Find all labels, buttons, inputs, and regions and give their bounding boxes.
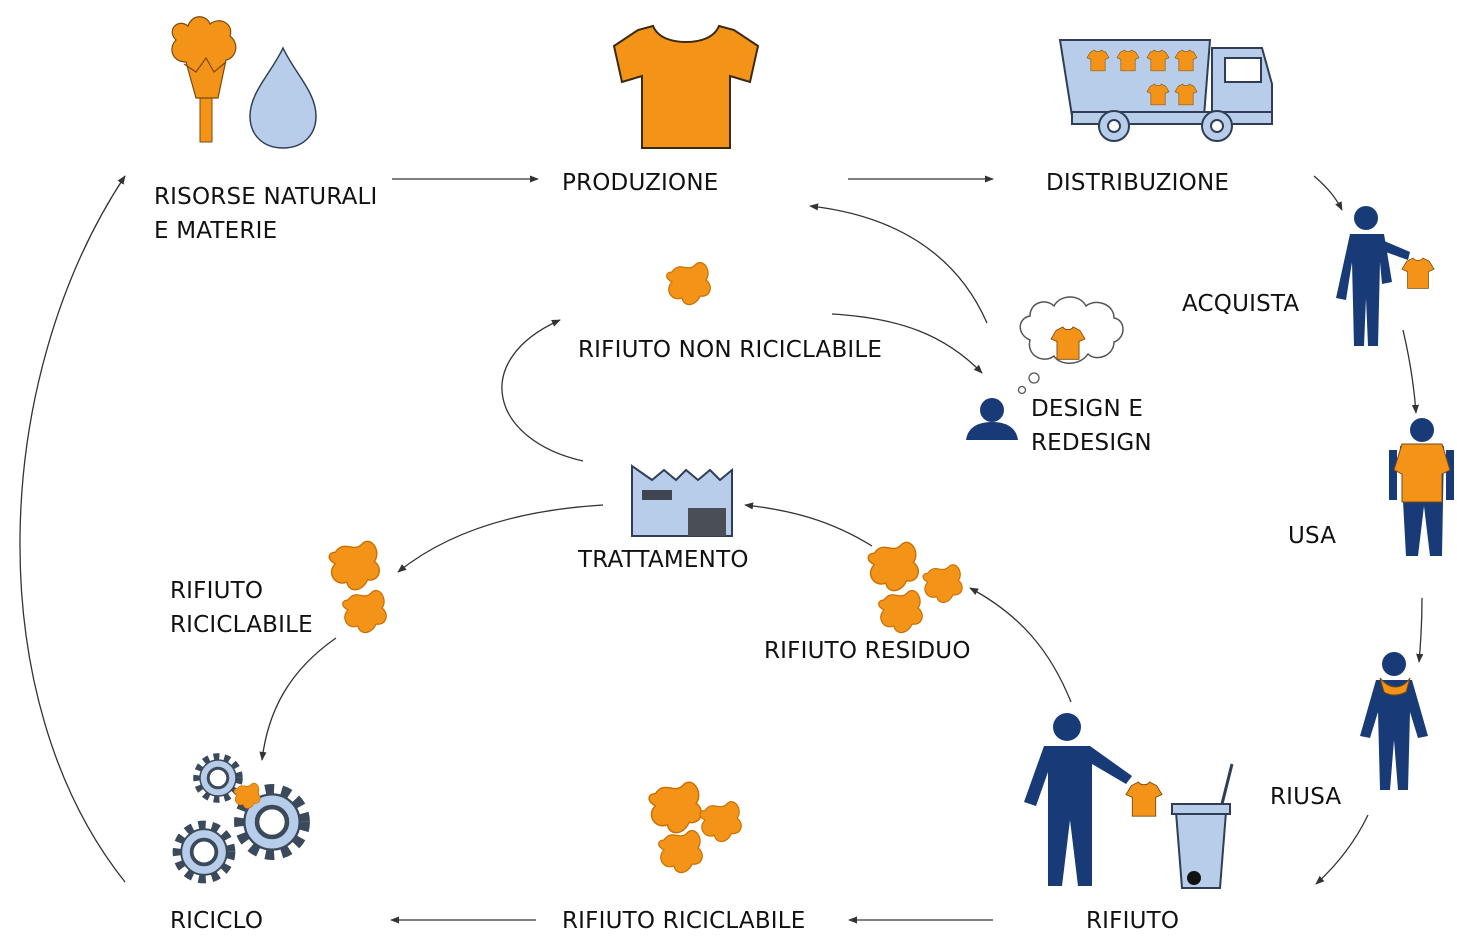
label-recycling: RICICLO: [170, 908, 264, 934]
label-natural-resources-line2: E MATERIE: [154, 218, 278, 244]
arrow-distribution-to-buy: [1313, 175, 1343, 211]
person-wearing-scarf-icon: [1360, 652, 1428, 790]
label-distribution: DISTRIBUZIONE: [1046, 170, 1230, 196]
water-drop-icon: [249, 46, 317, 149]
tshirt-icon: [612, 24, 760, 149]
arrow-recycling-to-resources: [19, 175, 126, 883]
label-recyclable-waste-left: RIFIUTO RICICLABILE: [170, 574, 313, 642]
person-wearing-shirt-icon: [1389, 418, 1454, 556]
arrow-use-to-reuse: [1416, 597, 1424, 663]
label-recyclable-waste-bottom: RIFIUTO RICICLABILE: [562, 908, 806, 934]
arrow-nonrecyclable-to-design: [831, 313, 983, 374]
label-design: DESIGN E REDESIGN: [1031, 392, 1152, 460]
arrow-treatment-to-recyclable-left: [397, 504, 604, 573]
label-buy: ACQUISTA: [1182, 291, 1300, 317]
cotton-flower-icon: [171, 16, 237, 143]
label-design-line1: DESIGN E: [1031, 396, 1144, 422]
label-reuse: RIUSA: [1270, 784, 1342, 810]
label-natural-resources: RISORSE NATURALI E MATERIE: [154, 180, 378, 248]
label-production: PRODUZIONE: [562, 170, 719, 196]
label-non-recyclable-waste: RIFIUTO NON RICICLABILE: [578, 337, 883, 363]
label-use: USA: [1288, 523, 1337, 549]
arrow-residual-to-treatment: [744, 502, 873, 547]
arrow-reuse-to-waste: [1315, 814, 1369, 885]
flow-arrows: [19, 175, 1424, 924]
label-treatment: TRATTAMENTO: [578, 547, 749, 573]
person-holding-shirt-icon: [1336, 206, 1435, 346]
person-throwing-shirt-in-bin-icon: [1024, 713, 1234, 889]
factory-icon: [631, 464, 733, 537]
label-residual-waste: RIFIUTO RESIDUO: [764, 638, 971, 664]
label-design-line2: REDESIGN: [1031, 430, 1152, 456]
arrow-treatment-to-nonrecyclable: [501, 319, 584, 462]
arrow-recyclable-left-to-recycling: [259, 637, 337, 761]
truck-icon: [1058, 39, 1273, 142]
label-natural-resources-line1: RISORSE NATURALI: [154, 184, 378, 210]
label-waste: RIFIUTO: [1086, 908, 1180, 934]
label-recyclable-waste-left-line2: RICICLABILE: [170, 612, 313, 638]
arrow-buy-to-use: [1402, 329, 1420, 414]
designer-thinking-icon: [966, 296, 1124, 440]
arrow-design-to-production: [809, 203, 988, 324]
label-recyclable-waste-left-line1: RIFIUTO: [170, 578, 264, 604]
gears-icon: [179, 759, 302, 877]
arrow-waste-to-residual: [969, 587, 1072, 703]
